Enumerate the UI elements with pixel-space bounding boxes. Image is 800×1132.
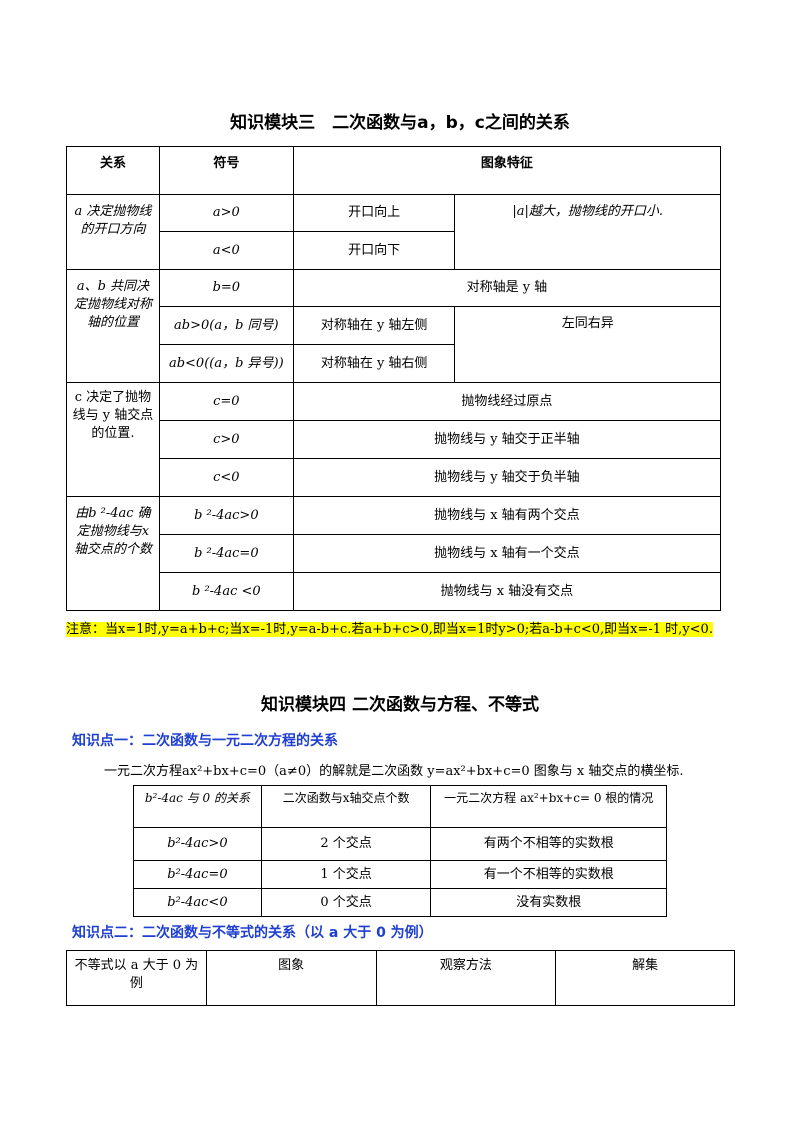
coefficient-table: 关系 符号 图象特征 a 决定抛物线的开口方向 a>0 开口向上 |a|越大，抛… <box>66 146 722 611</box>
t2-cell: 1 个交点 <box>260 860 432 889</box>
c-negative: c<0 <box>158 458 294 497</box>
t2-cell: b²-4ac=0 <box>133 860 262 889</box>
header-sign: 符号 <box>158 146 294 195</box>
header-feature: 图象特征 <box>292 146 722 195</box>
t2-cell: 0 个交点 <box>260 888 432 917</box>
t3-header-2: 观察方法 <box>375 950 557 1006</box>
a-abs-feature: |a|越大，抛物线的开口小. <box>454 194 721 270</box>
t2-cell: b²-4ac<0 <box>133 888 262 917</box>
note-text: 注意：当x=1时,y=a+b+c;当x=-1时,y=a-b+c.若a+b+c>0… <box>66 622 713 637</box>
c-positive-feature: 抛物线与 y 轴交于正半轴 <box>292 420 722 459</box>
disc-zero: b ²-4ac=0 <box>158 534 294 573</box>
t3-header-3: 解集 <box>555 950 735 1006</box>
disc-negative-feature: 抛物线与 x 轴没有交点 <box>292 572 722 611</box>
disc-negative: b ²-4ac <0 <box>158 572 294 611</box>
section4-title: 知识模块四 二次函数与方程、不等式 <box>261 695 539 715</box>
b-zero: b=0 <box>158 269 294 307</box>
c-positive: c>0 <box>158 420 294 459</box>
a-relation: a 决定抛物线的开口方向 <box>66 194 160 270</box>
equation-table: b²-4ac 与 0 的关系 二次函数与x轴交点个数 一元二次方程 ax²+bx… <box>133 785 667 917</box>
c-zero: c=0 <box>158 382 294 421</box>
t2-cell: b²-4ac>0 <box>133 827 262 861</box>
note: 注意：当x=1时,y=a+b+c;当x=-1时,y=a-b+c.若a+b+c>0… <box>66 618 713 637</box>
a-positive-feature: 开口向上 <box>292 194 456 232</box>
knowledge-point-2: 知识点二：二次函数与不等式的关系（以 a 大于 0 为例） <box>72 925 433 941</box>
discriminant-relation: 由b ²-4ac 确定抛物线与x轴交点的个数 <box>66 496 160 611</box>
disc-positive: b ²-4ac>0 <box>158 496 294 535</box>
t2-cell: 没有实数根 <box>430 888 667 917</box>
header-relation: 关系 <box>66 146 160 195</box>
inequality-table: 不等式以 a 大于 0 为例 图象 观察方法 解集 <box>66 950 735 1006</box>
c-zero-feature: 抛物线经过原点 <box>292 382 722 421</box>
ab-positive-feature: 对称轴在 y 轴左侧 <box>292 306 456 345</box>
ab-positive: ab>0(a，b 同号) <box>158 306 294 345</box>
t2-cell: 有一个不相等的实数根 <box>430 860 667 889</box>
a-negative-feature: 开口向下 <box>292 231 456 270</box>
ab-negative: ab<0((a，b 异号)) <box>158 344 294 383</box>
t3-header-0: 不等式以 a 大于 0 为例 <box>66 950 207 1006</box>
left-same-right-diff: 左同右异 <box>454 306 721 383</box>
t3-header-1: 图象 <box>205 950 377 1006</box>
b-zero-feature: 对称轴是 y 轴 <box>292 269 722 307</box>
t2-header-2: 一元二次方程 ax²+bx+c= 0 根的情况 <box>430 785 667 828</box>
knowledge-point-1: 知识点一：二次函数与一元二次方程的关系 <box>72 733 338 749</box>
t2-cell: 2 个交点 <box>260 827 432 861</box>
a-positive: a>0 <box>158 194 294 232</box>
disc-positive-feature: 抛物线与 x 轴有两个交点 <box>292 496 722 535</box>
ab-negative-feature: 对称轴在 y 轴右侧 <box>292 344 456 383</box>
a-negative: a<0 <box>158 231 294 270</box>
t2-cell: 有两个不相等的实数根 <box>430 827 667 861</box>
c-relation: c 决定了抛物线与 y 轴交点的位置. <box>66 382 160 497</box>
c-negative-feature: 抛物线与 y 轴交于负半轴 <box>292 458 722 497</box>
paragraph: 一元二次方程ax²+bx+c=0（a≠0）的解就是二次函数 y=ax²+bx+c… <box>104 764 684 779</box>
t2-header-0: b²-4ac 与 0 的关系 <box>133 785 262 828</box>
ab-relation: a、b 共同决定抛物线对称轴的位置 <box>66 269 160 383</box>
disc-zero-feature: 抛物线与 x 轴有一个交点 <box>292 534 722 573</box>
t2-header-1: 二次函数与x轴交点个数 <box>260 785 432 828</box>
section3-title: 知识模块三 二次函数与a，b，c之间的关系 <box>230 113 570 133</box>
